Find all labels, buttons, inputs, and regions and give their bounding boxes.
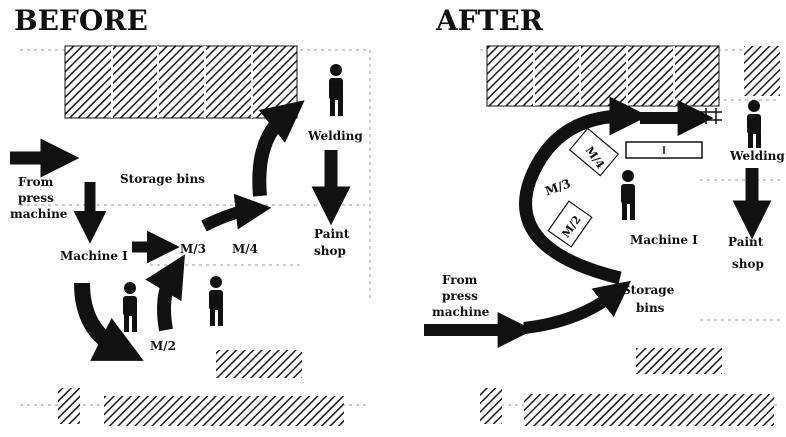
before-from-label-1: From <box>18 175 54 189</box>
after-storage-label-2: bins <box>636 301 665 315</box>
before-title: BEFORE <box>14 4 148 37</box>
after-from-label-3: machine <box>432 305 490 319</box>
after-from-label-1: From <box>442 273 478 287</box>
after-hatched-block-bottom <box>524 394 774 426</box>
after-m3-label: M/3 <box>543 176 572 198</box>
before-worker-welding <box>329 64 343 116</box>
before-rack-dividers <box>111 46 253 118</box>
after-storage-rack-top <box>486 45 720 107</box>
before-welding-label: Welding <box>307 129 363 143</box>
before-m3-label: M/3 <box>180 242 206 256</box>
before-hatched-block-small <box>58 388 80 424</box>
after-from-label-2: press <box>442 289 478 303</box>
before-worker-machine-left <box>123 282 137 332</box>
before-paint-label-2: shop <box>314 244 346 258</box>
after-flow-arrows <box>424 96 772 348</box>
after-hatched-block-mid <box>636 348 722 374</box>
before-from-label-3: machine <box>10 207 68 221</box>
before-arrow-to-welding <box>252 100 305 197</box>
after-paint-label-1: Paint <box>728 235 764 249</box>
after-arc-arrow <box>519 96 649 285</box>
before-paint-label-1: Paint <box>314 227 350 241</box>
after-machine-boxes <box>547 127 620 248</box>
before-arrow-to-m4 <box>201 193 272 232</box>
before-machine1-label: Machine I <box>60 249 128 263</box>
after-paint-label-2: shop <box>732 257 764 271</box>
before-storage-bins-label: Storage bins <box>120 172 205 186</box>
after-hatched-block-small <box>480 388 502 424</box>
before-hatched-block-mid <box>216 350 302 378</box>
before-arrow-to-m2 <box>74 282 144 361</box>
before-m4-label: M/4 <box>232 242 258 256</box>
after-hatched-block-corner <box>744 46 780 96</box>
after-panel: AFTER <box>424 4 785 426</box>
before-arrow-m2-to-m3 <box>145 254 185 332</box>
after-storage-label-1: Storage <box>622 283 675 297</box>
after-title: AFTER <box>435 4 544 37</box>
before-flow-arrows <box>10 100 351 361</box>
before-m2-label: M/2 <box>150 339 176 353</box>
after-worker-welding <box>747 100 761 148</box>
before-from-label-2: press <box>18 191 54 205</box>
before-hatched-block-bottom <box>104 396 344 426</box>
before-panel: BEFORE <box>10 4 371 426</box>
after-welding-label: Welding <box>729 149 785 163</box>
after-machine1-label: Machine I <box>630 233 698 247</box>
after-rack-dividers <box>533 46 675 106</box>
after-welding-jig <box>700 108 722 124</box>
before-storage-rack-top <box>64 45 298 119</box>
before-worker-machine-right <box>209 276 223 326</box>
after-worker-center <box>621 170 635 220</box>
after-arrow-to-storage <box>523 280 632 334</box>
